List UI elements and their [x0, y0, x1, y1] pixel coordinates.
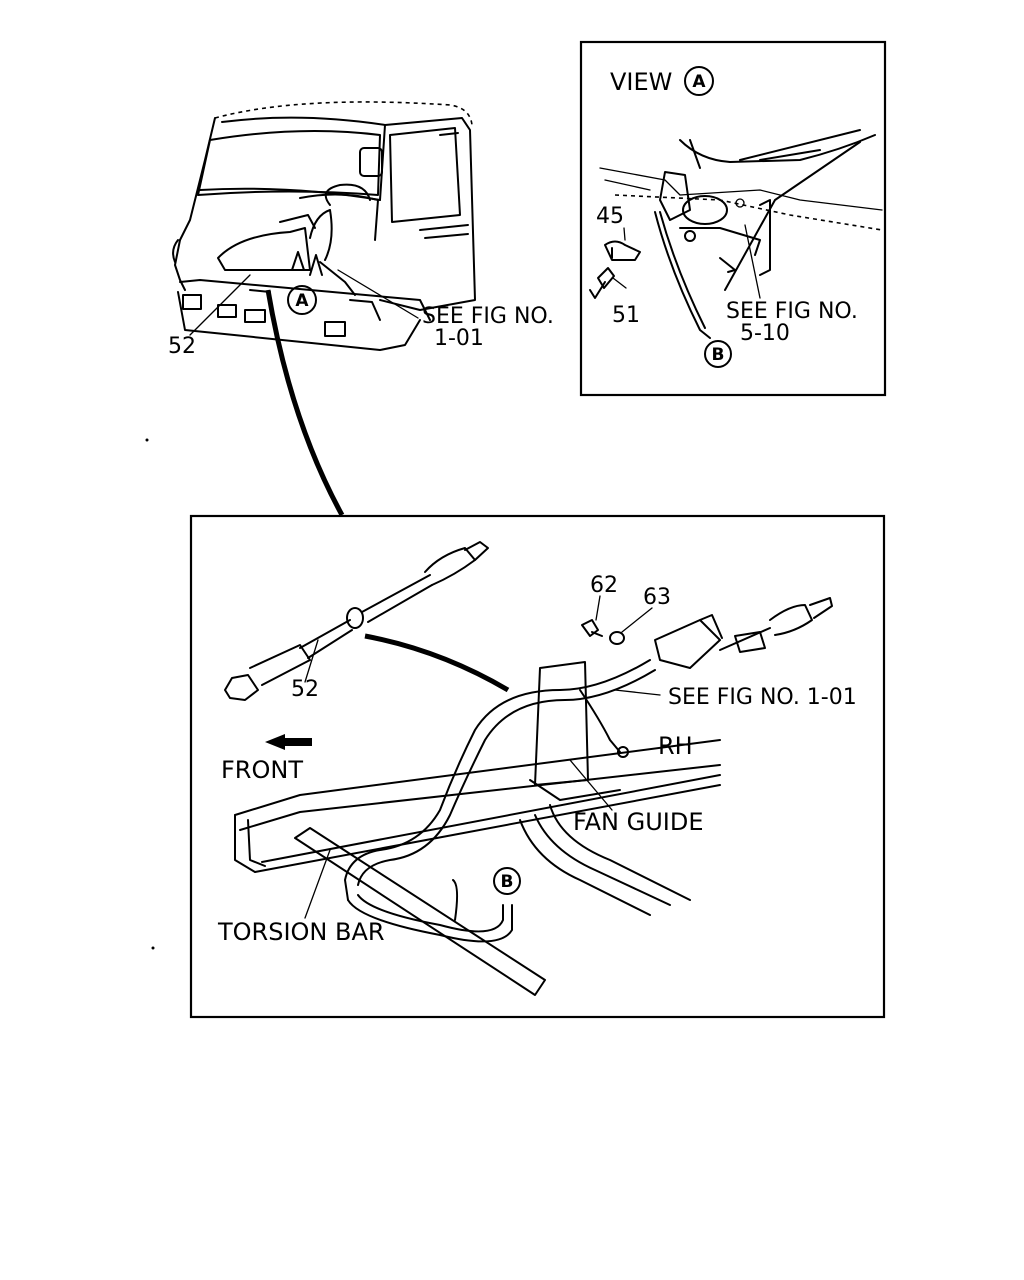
view-a-part-45-label: 45	[596, 204, 624, 229]
view-a-title: VIEW	[610, 68, 672, 96]
view-a-b-marker: B	[712, 345, 725, 365]
view-a-part-51-label: 51	[612, 303, 640, 328]
cab-part-52-label: 52	[168, 334, 196, 359]
detail-part-63-label: 63	[643, 585, 671, 610]
detail-see-fig-label: SEE FIG NO. 1-01	[668, 685, 857, 710]
detail-rh-label: RH	[658, 732, 693, 760]
truck-cab-drawing	[172, 101, 476, 351]
callout-connector-line	[265, 289, 345, 517]
detail-b-marker: B	[501, 872, 514, 892]
view-a-see-fig-label: SEE FIG NO.	[726, 299, 858, 324]
cab-see-fig-label: SEE FIG NO.	[422, 304, 554, 329]
view-a-see-fig-number: 5-10	[740, 321, 790, 346]
detail-fan-guide-label: FAN GUIDE	[573, 808, 704, 836]
cab-view-a-marker: A	[295, 291, 309, 311]
view-a-panel	[579, 40, 887, 397]
detail-front-label: FRONT	[221, 756, 303, 784]
detail-part-52-label: 52	[291, 677, 319, 702]
detail-panel	[189, 514, 886, 1019]
cab-see-fig-number: 1-01	[434, 326, 484, 351]
view-a-drawing	[589, 129, 883, 339]
detail-torsion-bar-label: TORSION BAR	[217, 918, 385, 946]
view-a-title-marker: A	[692, 72, 706, 92]
detail-part-62-label: 62	[590, 573, 618, 598]
detail-drawing	[224, 541, 833, 996]
